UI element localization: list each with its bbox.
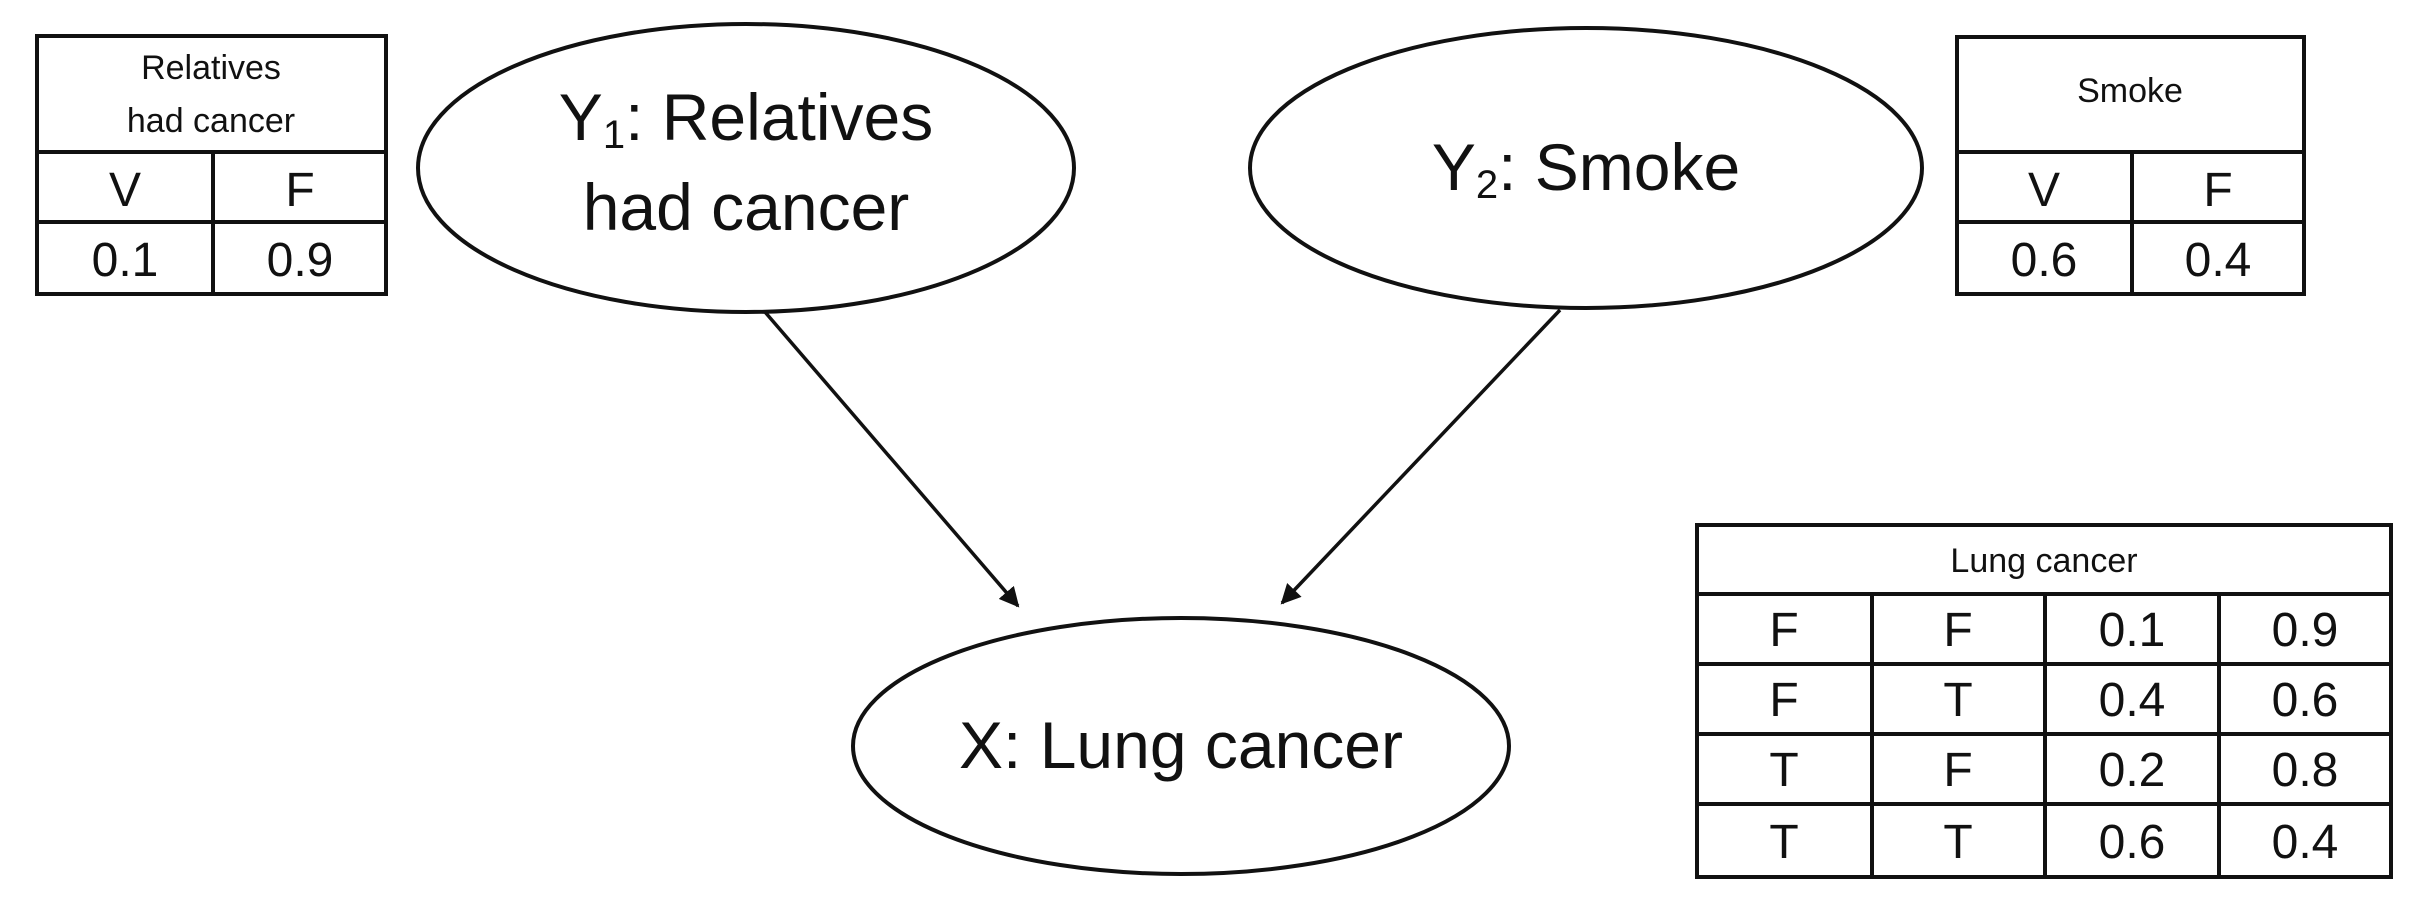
table-lung-cell: T (1769, 816, 1798, 869)
table-lung-cell: T (1769, 744, 1798, 797)
node-y2-smoke: Y2: Smoke (1248, 26, 1924, 310)
table-lung-cancer (1695, 523, 2393, 879)
table-relatives-header-f: F (285, 164, 314, 217)
node-x-label: X: Lung cancer (959, 708, 1403, 782)
node-y1-ellipse (416, 22, 1076, 314)
node-y1-relatives-had-cancer: Y1: Relatives had cancer (416, 22, 1076, 314)
table-relatives-title-line2: had cancer (127, 102, 295, 140)
table-smoke-value-f: 0.4 (2185, 234, 2252, 287)
table-lung-cell: T (1943, 674, 1972, 727)
table-relatives-value-v: 0.1 (92, 234, 159, 287)
node-y1-line1: Y1: Relatives (559, 80, 933, 157)
table-lung-cell: 0.4 (2272, 816, 2339, 869)
node-y2-ellipse (1248, 26, 1924, 310)
table-smoke-header-v: V (2028, 164, 2060, 217)
table-lung-cell: 0.9 (2272, 604, 2339, 657)
table-lung-cell: 0.6 (2099, 816, 2166, 869)
table-relatives-value-f: 0.9 (267, 234, 334, 287)
table-smoke-value-v: 0.6 (2011, 234, 2078, 287)
table-lung-cell: 0.4 (2099, 674, 2166, 727)
table-relatives-title-line1: Relatives (141, 49, 281, 87)
table-lung-cell: 0.1 (2099, 604, 2166, 657)
table-lung-title: Lung cancer (1950, 542, 2137, 580)
table-lung-cell: 0.8 (2272, 744, 2339, 797)
table-smoke (1955, 35, 2306, 296)
table-smoke-header-f: F (2203, 164, 2232, 217)
table-relatives-had-cancer (35, 34, 388, 296)
table-lung-cell: F (1943, 744, 1972, 797)
table-relatives-header-v: V (109, 164, 141, 217)
table-lung-cell: 0.6 (2272, 674, 2339, 727)
edge-y1-to-x (763, 310, 1020, 608)
table-lung-cell: 0.2 (2099, 744, 2166, 797)
node-y2-label: Y2: Smoke (1432, 130, 1740, 207)
node-y1-line2: had cancer (583, 170, 910, 244)
table-smoke-title: Smoke (2077, 72, 2183, 110)
table-lung-cell: F (1769, 674, 1798, 727)
table-lung-cell: F (1943, 604, 1972, 657)
node-x-ellipse (851, 616, 1511, 876)
table-lung-cell: F (1769, 604, 1798, 657)
edge-y2-to-x (1280, 308, 1562, 605)
node-x-lung-cancer: X: Lung cancer (851, 616, 1511, 876)
table-lung-cell: T (1943, 816, 1972, 869)
